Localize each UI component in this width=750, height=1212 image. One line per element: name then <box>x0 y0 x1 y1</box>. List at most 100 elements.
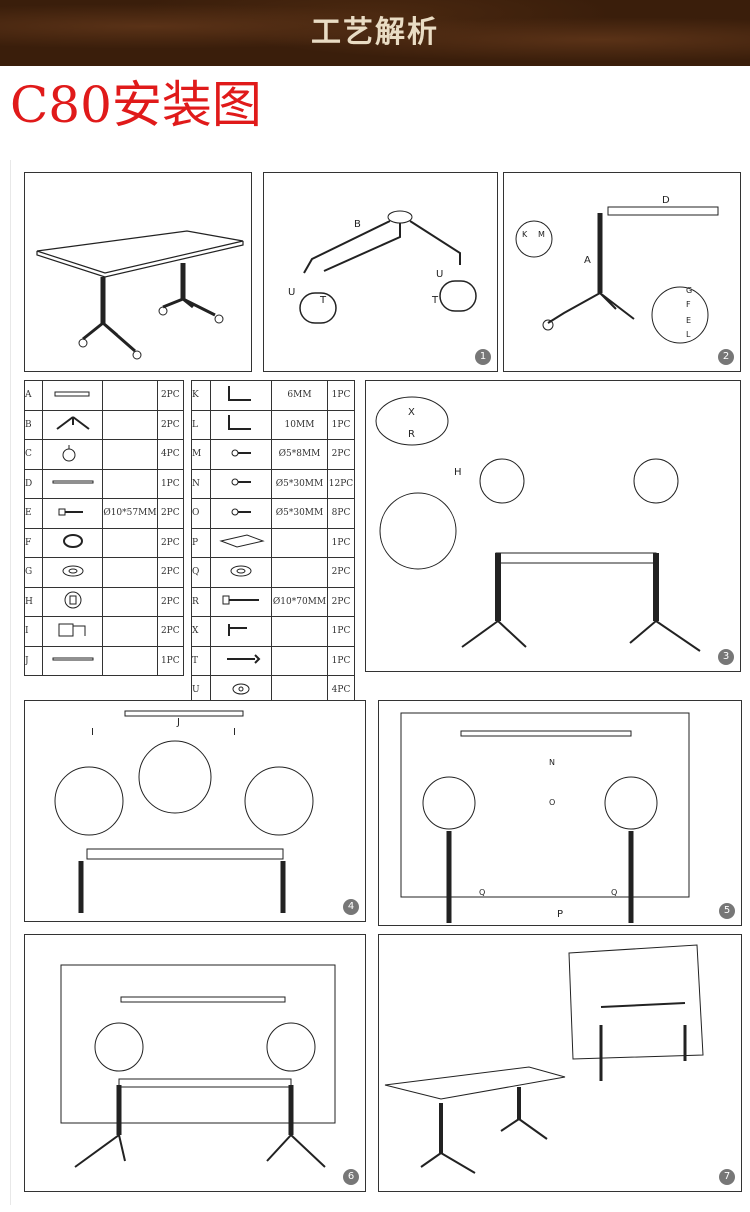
callout-J: J <box>176 717 180 728</box>
step-3-drawing: X R H <box>375 396 701 652</box>
callout-G: G <box>686 286 692 295</box>
step-2-drawing: D A K M G F E L <box>515 195 719 344</box>
part-spec <box>102 439 158 470</box>
callout-A: A <box>584 255 591 266</box>
part-code: G <box>23 557 44 588</box>
hinge-plate-icon <box>42 586 104 617</box>
part-code: R <box>191 586 211 617</box>
callout-Q-left: Q <box>479 888 485 897</box>
callout-T-left: T <box>319 295 327 306</box>
part-spec <box>102 409 158 440</box>
callout-E: E <box>686 316 691 325</box>
tabletop-icon <box>210 527 272 558</box>
screw-icon <box>210 468 272 499</box>
step-number-7: 7 <box>719 1169 735 1185</box>
bracket-icon <box>42 616 104 647</box>
part-qty: 2PC <box>156 498 185 529</box>
washer-icon <box>42 557 104 588</box>
wrench-icon <box>210 645 272 676</box>
callout-H: H <box>454 467 462 478</box>
part-qty: 12PC <box>327 468 355 499</box>
parts-row: J 1PC <box>23 645 185 676</box>
callout-N: N <box>549 758 555 767</box>
tripod-base-icon <box>42 409 104 440</box>
table-overview-drawing <box>36 230 244 360</box>
part-code: F <box>23 527 44 558</box>
step-2-panel: D A K M G F E L 2 <box>503 172 741 372</box>
cross-bar-icon <box>42 468 104 499</box>
caster-wheel-icon <box>42 439 104 470</box>
callout-O: O <box>549 798 555 807</box>
part-qty: 1PC <box>327 409 355 440</box>
part-spec: Ø5*30MM <box>271 498 328 529</box>
step-1-panel: B U T U T 1 <box>263 172 498 372</box>
callout-U-right: U <box>436 269 443 280</box>
callout-F: F <box>686 300 691 309</box>
step-5-panel: N O Q Q P 5 <box>378 700 742 926</box>
callout-K: K <box>522 230 528 239</box>
part-code: O <box>191 498 211 529</box>
part-spec <box>102 645 158 676</box>
part-code: E <box>23 498 44 529</box>
part-spec: Ø10*70MM <box>271 586 328 617</box>
step-number-1: 1 <box>475 349 491 365</box>
washer-icon <box>210 557 272 588</box>
part-code: C <box>23 439 44 470</box>
page-heading: C80安装图 <box>10 76 262 134</box>
step-4-panel: I J I 4 <box>24 700 366 922</box>
part-spec <box>102 586 158 617</box>
step-number-6: 6 <box>343 1169 359 1185</box>
step-7-panel: 7 <box>378 934 742 1192</box>
part-code: A <box>23 380 44 411</box>
part-qty: 2PC <box>327 586 355 617</box>
part-code: K <box>191 380 211 411</box>
step-6-panel: 6 <box>24 934 366 1192</box>
part-code: J <box>23 645 44 676</box>
step-1-drawing: B U T U T <box>288 210 477 324</box>
part-spec: 6MM <box>271 380 328 411</box>
part-spec <box>102 616 158 647</box>
part-qty: 1PC <box>156 468 185 499</box>
step-number-5: 5 <box>719 903 735 919</box>
part-spec <box>271 557 328 588</box>
part-qty: 1PC <box>156 645 185 676</box>
part-code: Q <box>191 557 211 588</box>
part-spec <box>271 645 328 676</box>
part-spec <box>102 380 158 411</box>
long-bar-icon <box>42 645 104 676</box>
allen-key-icon <box>210 380 272 411</box>
callout-M: M <box>538 230 545 239</box>
callout-I-right: I <box>233 727 236 738</box>
part-code: I <box>23 616 44 647</box>
part-spec <box>102 468 158 499</box>
step-6-drawing <box>60 964 336 1168</box>
part-spec <box>102 527 158 558</box>
callout-B: B <box>354 219 361 230</box>
banner-title: 工艺解析 <box>311 15 439 50</box>
part-spec <box>102 557 158 588</box>
part-code: L <box>191 409 211 440</box>
part-code: B <box>23 409 44 440</box>
part-spec: Ø5*8MM <box>271 439 328 470</box>
allen-key-icon <box>210 409 272 440</box>
part-qty: 8PC <box>327 498 355 529</box>
part-qty: 2PC <box>327 557 355 588</box>
part-spec <box>271 616 328 647</box>
step-number-3: 3 <box>718 649 734 665</box>
t-key-icon <box>210 616 272 647</box>
part-qty: 1PC <box>327 616 355 647</box>
